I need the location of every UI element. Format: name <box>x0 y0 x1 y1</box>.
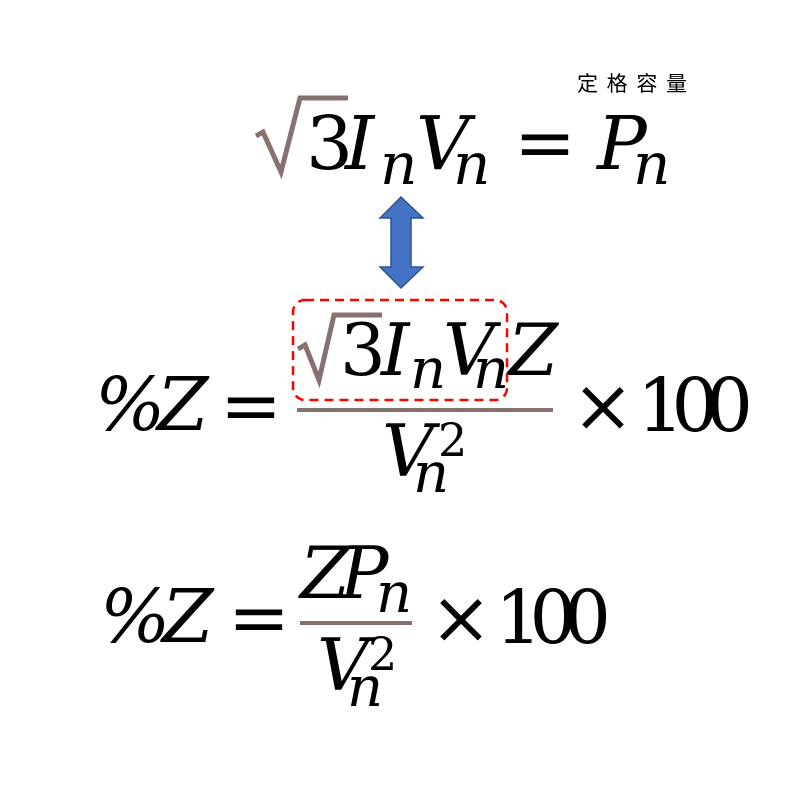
times-sign: × <box>572 363 634 449</box>
symbol-Z: Z <box>506 308 560 392</box>
subscript-n: n <box>410 337 446 402</box>
subscript-n: n <box>347 655 383 720</box>
digit-three: 3 <box>340 308 386 392</box>
symbol-I: I <box>343 101 376 187</box>
digit-three: 3 <box>306 101 353 187</box>
double-arrow-icon <box>378 195 425 290</box>
times-sign: × <box>430 575 492 661</box>
equation-power: 3 I n V n = P n <box>254 95 670 198</box>
subscript-n: n <box>473 337 509 402</box>
symbol-Z: Z <box>155 362 210 448</box>
symbol-V: V <box>416 101 476 187</box>
subscript-n: n <box>633 130 670 198</box>
sqrt-radical <box>254 95 348 180</box>
symbol-Z: Z <box>298 531 352 615</box>
equation-percent-impedance-simplified: % Z = Z P n V n 2 × 100 <box>100 531 611 720</box>
highlight-dashed-box <box>291 298 509 402</box>
equation-percent-impedance-expanded: % Z = 3 I n V n Z V n 2 × 100 <box>95 298 753 506</box>
symbol-V: V <box>443 308 502 392</box>
equals-sign: = <box>514 100 576 186</box>
symbol-Z: Z <box>160 574 215 660</box>
superscript-2: 2 <box>368 627 397 681</box>
superscript-2: 2 <box>438 413 467 467</box>
symbol-P: P <box>338 531 390 615</box>
rated-capacity-label: 定格容量 <box>577 72 687 96</box>
symbol-I: I <box>379 308 411 392</box>
symbol-V: V <box>382 409 441 493</box>
equals-sign: = <box>220 363 282 449</box>
number-100: 100 <box>637 363 753 449</box>
sqrt-radical <box>296 312 382 389</box>
percent-sign: % <box>100 574 170 660</box>
fraction-bar <box>300 621 412 625</box>
equals-sign: = <box>228 575 290 661</box>
fraction-bar <box>297 408 553 412</box>
number-100: 100 <box>495 575 611 661</box>
subscript-n: n <box>376 561 412 626</box>
subscript-n: n <box>413 441 449 506</box>
symbol-P: P <box>595 101 648 187</box>
subscript-n: n <box>453 130 490 198</box>
percent-sign: % <box>95 362 165 448</box>
symbol-V: V <box>317 623 376 707</box>
subscript-n: n <box>380 130 417 198</box>
